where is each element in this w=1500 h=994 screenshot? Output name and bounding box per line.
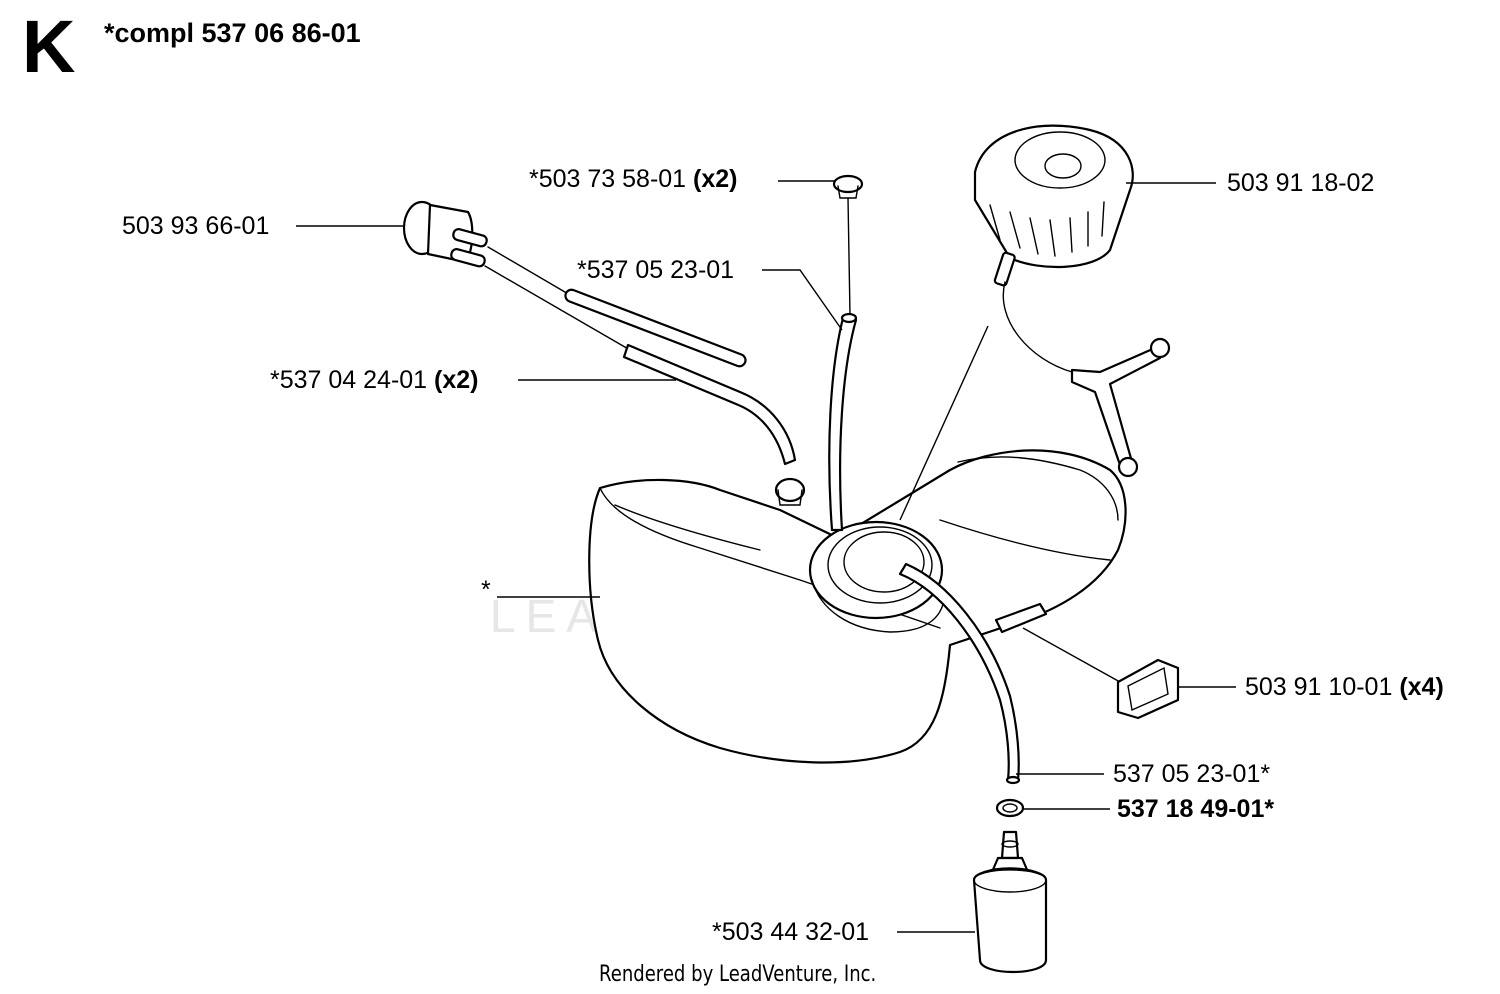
filler-neck (808, 520, 946, 633)
o-ring (995, 798, 1025, 818)
part-number: *503 44 32-01 (712, 918, 870, 946)
callout-fuel-hose-bottom: 537 05 23-01* (1113, 762, 1270, 787)
tether-holder (1070, 337, 1171, 478)
fuel-filter (972, 830, 1048, 974)
callout-hose-pair: *537 04 24-01 (x2) (270, 368, 479, 393)
callout-fuel-hose-top: *537 05 23-01 (577, 258, 734, 283)
part-number: 503 91 18-02 (1227, 169, 1375, 197)
rubber-foot (1116, 658, 1180, 720)
callout-fuel-cap: 503 91 18-02 (1227, 171, 1374, 196)
primer-bulb (402, 200, 488, 268)
quantity: (x2) (693, 165, 738, 193)
part-number: 537 05 23-01* (1113, 760, 1271, 788)
grommet-lower (774, 477, 806, 506)
callout-grommet-top: *503 73 58-01 (x2) (529, 167, 738, 192)
part-number: 503 91 10-01 (1245, 673, 1393, 701)
assembly-heading: *compl 537 06 86-01 (104, 18, 361, 48)
quantity: (x4) (1399, 673, 1444, 701)
callout-rubber-foot: 503 91 10-01 (x4) (1245, 675, 1444, 700)
fuel-cap (973, 124, 1134, 373)
part-number: *537 04 24-01 (270, 366, 428, 394)
tank-foot-mark (994, 602, 1048, 634)
grommet-upper (832, 174, 864, 199)
callout-tank: * (481, 578, 491, 603)
leader-lines (296, 180, 1236, 933)
footer-credit: Rendered by LeadVenture, Inc. (599, 962, 877, 987)
part-number: 503 93 66-01 (122, 212, 270, 240)
quantity: (x2) (434, 366, 479, 394)
hose-pair (484, 246, 797, 466)
part-number: *537 05 23-01 (577, 256, 735, 284)
part-number: * (481, 576, 491, 604)
callout-primer-bulb: 503 93 66-01 (122, 214, 269, 239)
fuel-hose-bottom (898, 562, 1021, 785)
callout-o-ring: 537 18 49-01* (1117, 797, 1274, 822)
callout-fuel-filter: *503 44 32-01 (712, 920, 869, 945)
fuel-hose-top (828, 197, 858, 532)
part-number: 537 18 49-01* (1117, 795, 1275, 823)
part-number: *503 73 58-01 (529, 165, 687, 193)
section-letter: K (22, 5, 76, 88)
